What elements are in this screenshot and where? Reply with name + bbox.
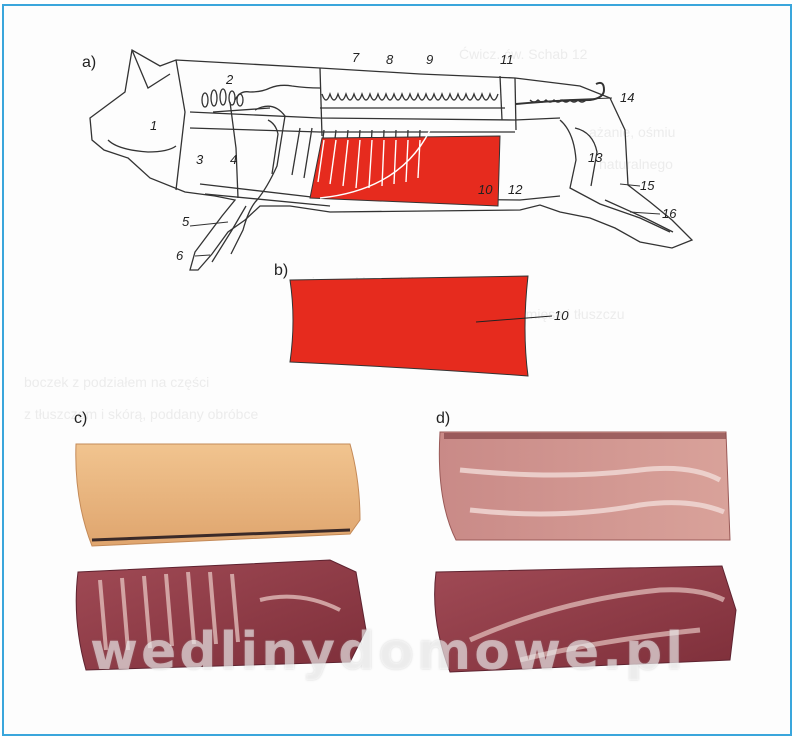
photo-d-top — [439, 432, 730, 540]
label-9: 9 — [426, 52, 433, 67]
label-2: 2 — [225, 72, 234, 87]
cut-label-10: 10 — [554, 308, 569, 323]
label-13: 13 — [588, 150, 603, 165]
label-11: 11 — [500, 52, 514, 67]
label-5: 5 — [182, 214, 190, 229]
label-16: 16 — [662, 206, 677, 221]
label-8: 8 — [386, 52, 394, 67]
label-15: 15 — [640, 178, 655, 193]
label-7: 7 — [352, 50, 360, 65]
watermark-text: wedlinydomowe.pl — [90, 622, 686, 682]
isolated-cut — [290, 276, 528, 376]
label-3: 3 — [196, 152, 204, 167]
label-1: 1 — [150, 118, 157, 133]
label-6: 6 — [176, 248, 184, 263]
label-10: 10 — [478, 182, 493, 197]
label-12: 12 — [508, 182, 523, 197]
label-4: 4 — [230, 152, 237, 167]
label-14: 14 — [620, 90, 634, 105]
